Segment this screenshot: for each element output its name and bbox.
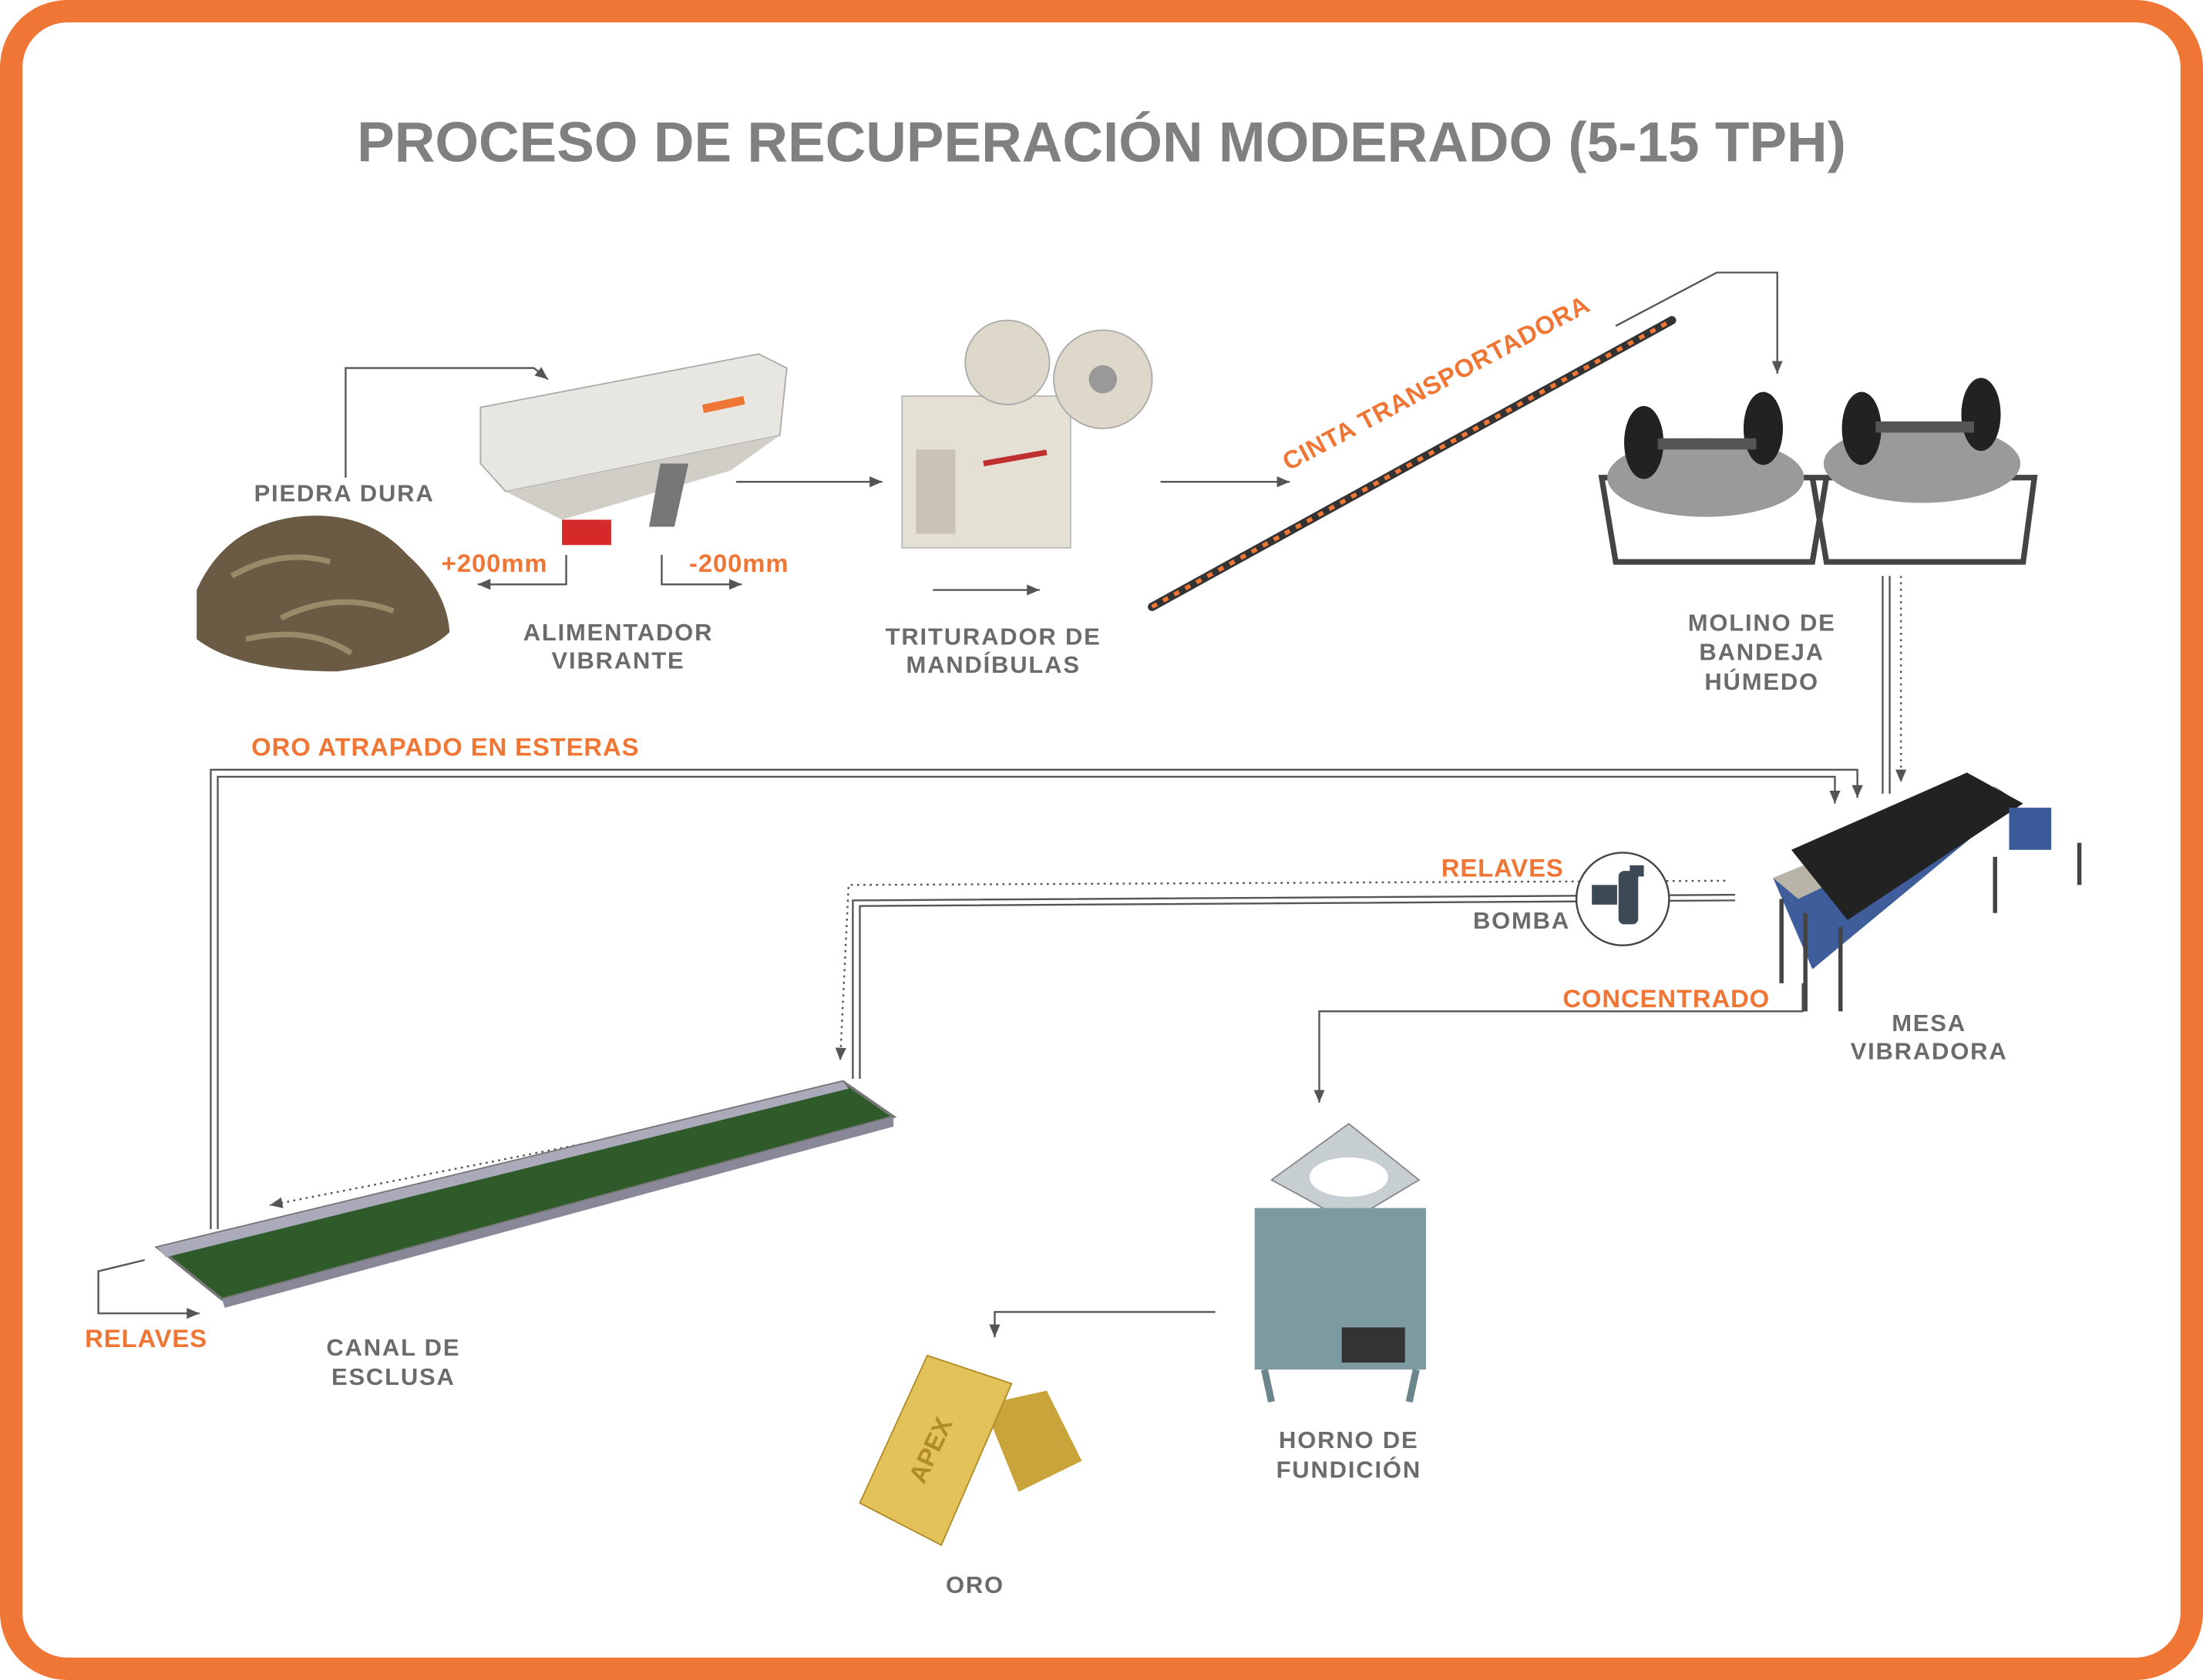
shaking-table-image bbox=[1773, 772, 2082, 1012]
pump-icon bbox=[1575, 852, 1670, 946]
page-title: PROCESO DE RECUPERACIÓN MODERADO (5-15 T… bbox=[357, 112, 1846, 174]
sluice-label-1: CANAL DE bbox=[326, 1334, 460, 1361]
tailings-out-label: RELAVES bbox=[85, 1324, 207, 1352]
feeder-label-2: VIBRANTE bbox=[552, 647, 685, 674]
crusher-label-1: TRITURADOR DE bbox=[886, 623, 1102, 650]
table-label-1: MESA bbox=[1892, 1010, 1966, 1037]
undersize-label: -200mm bbox=[689, 549, 789, 577]
gold-label: ORO bbox=[946, 1571, 1004, 1598]
jaw-crusher-image bbox=[901, 319, 1153, 549]
conveyor-belt-image bbox=[1148, 316, 1677, 611]
furnace-label-1: HORNO DE bbox=[1279, 1426, 1418, 1453]
gold-bars-image: APEX bbox=[859, 1354, 1082, 1547]
mill-label-2: BANDEJA bbox=[1699, 639, 1824, 666]
smelting-furnace-image bbox=[1254, 1123, 1427, 1403]
wet-pan-mill-image bbox=[1598, 378, 2038, 565]
furnace-label-2: FUNDICIÓN bbox=[1276, 1456, 1421, 1483]
sluice-box-image bbox=[154, 1080, 897, 1308]
oversize-label: +200mm bbox=[442, 549, 548, 577]
hard-rock-image bbox=[197, 516, 450, 672]
concentrate-label: CONCENTRADO bbox=[1562, 984, 1770, 1013]
mill-label-3: HÚMEDO bbox=[1704, 667, 1819, 695]
tailings-pump-label: RELAVES bbox=[1441, 853, 1564, 882]
rock-label: PIEDRA DURA bbox=[254, 480, 435, 507]
vibrating-feeder-image bbox=[479, 353, 788, 546]
sluice-label-2: ESCLUSA bbox=[331, 1363, 456, 1390]
feeder-label-1: ALIMENTADOR bbox=[523, 619, 714, 646]
gold-in-mats-label: ORO ATRAPADO EN ESTERAS bbox=[251, 733, 639, 761]
flow-lines bbox=[97, 271, 1907, 1338]
table-label-2: VIBRADORA bbox=[1851, 1037, 2008, 1064]
crusher-label-2: MANDÍBULAS bbox=[906, 651, 1080, 678]
pump-label: BOMBA bbox=[1473, 907, 1570, 934]
mill-label-1: MOLINO DE bbox=[1688, 609, 1836, 636]
